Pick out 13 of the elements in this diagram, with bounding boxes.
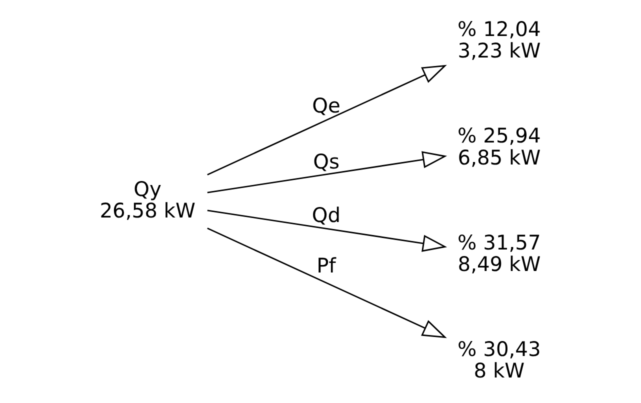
node-text: % 25,94 6,85 kW [458, 124, 541, 170]
edge-label: Qe [312, 93, 340, 118]
edge-label: Pf [316, 253, 336, 278]
node-text: % 30,43 8 kW [458, 336, 541, 383]
arrow [207, 151, 448, 194]
arrow [207, 64, 447, 176]
edge-label: Qd [312, 202, 341, 227]
arrow [207, 228, 447, 338]
node-text: Qy 26,58 kW [100, 177, 196, 223]
node-text: % 12,04 3,23 kW [458, 17, 541, 63]
arrow [207, 210, 448, 252]
node-text: % 31,57 8,49 kW [458, 230, 541, 276]
edge-label: Qs [313, 150, 340, 174]
